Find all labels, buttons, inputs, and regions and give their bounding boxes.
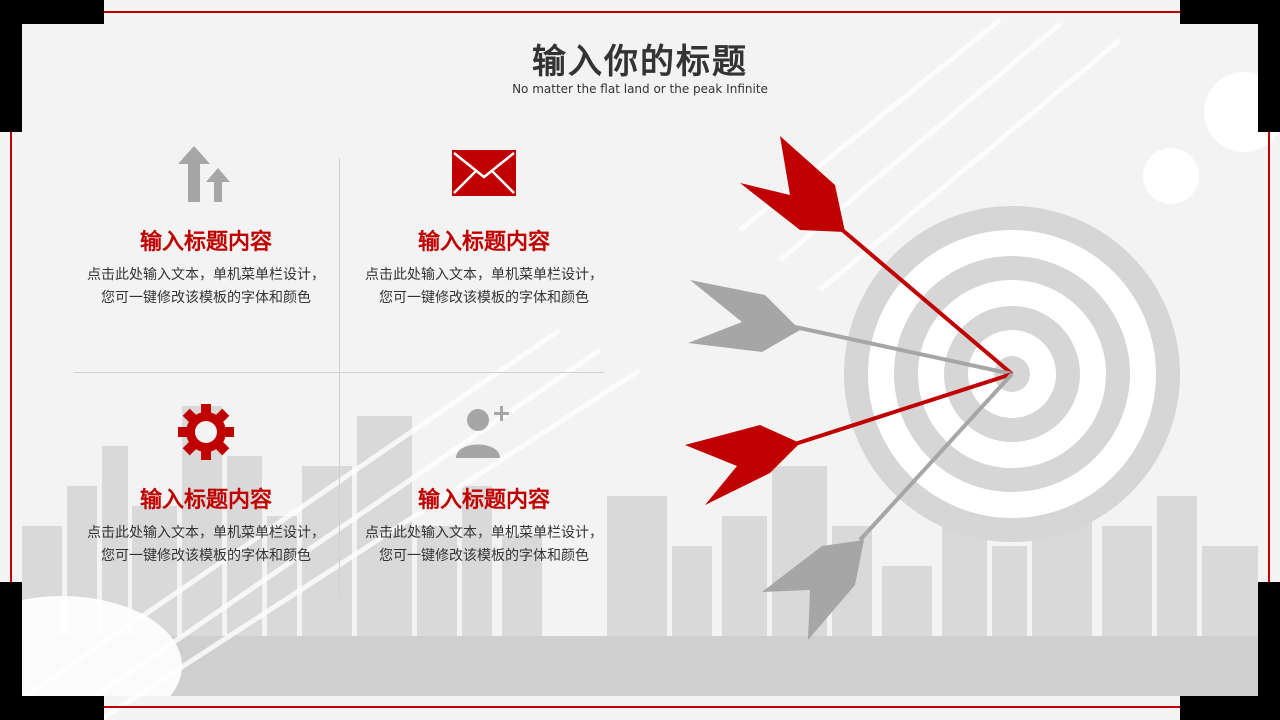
card-body-text[interactable]: 点击此处输入文本，单机菜单栏设计，您可一键修改该模板的字体和颜色 xyxy=(365,525,603,564)
grid-divider-horizontal xyxy=(74,372,604,373)
card-heading[interactable]: 输入标题内容 xyxy=(417,230,550,255)
add-user-icon xyxy=(364,400,604,464)
card-body-text[interactable]: 点击此处输入文本，单机菜单栏设计，您可一键修改该模板的字体和颜色 xyxy=(87,267,325,306)
slide-subtitle[interactable]: No matter the flat land or the peak Infi… xyxy=(512,82,768,96)
corner-block-bottom-right-side xyxy=(1258,582,1280,720)
top-border-line xyxy=(104,11,1182,13)
content-card-1[interactable]: 输入标题内容 点击此处输入文本，单机菜单栏设计，您可一键修改该模板的字体和颜色 xyxy=(86,142,326,310)
left-border-line xyxy=(10,132,12,582)
content-card-3[interactable]: 输入标题内容 点击此处输入文本，单机菜单栏设计，您可一键修改该模板的字体和颜色 xyxy=(86,400,326,568)
card-heading[interactable]: 输入标题内容 xyxy=(139,230,272,255)
upload-arrows-icon xyxy=(86,142,326,206)
gear-icon xyxy=(86,400,326,464)
arrow-fletching-red-low xyxy=(685,425,800,505)
card-body-text[interactable]: 点击此处输入文本，单机菜单栏设计，您可一键修改该模板的字体和颜色 xyxy=(87,525,325,564)
arrow-fletching-gray-bottom xyxy=(762,540,864,640)
grid-divider-vertical xyxy=(339,158,340,598)
arrow-fletching-gray-mid xyxy=(688,280,800,352)
right-border-line xyxy=(1268,132,1270,582)
content-card-4[interactable]: 输入标题内容 点击此处输入文本，单机菜单栏设计，您可一键修改该模板的字体和颜色 xyxy=(364,400,604,568)
arrow-fletching-red-top xyxy=(740,136,845,232)
corner-block-top-right-side xyxy=(1258,0,1280,132)
slide-title[interactable]: 输入你的标题 xyxy=(532,42,748,82)
card-heading[interactable]: 输入标题内容 xyxy=(417,488,550,513)
bottom-border-line xyxy=(104,706,1182,708)
corner-block-top-left-side xyxy=(0,0,22,132)
content-card-2[interactable]: 输入标题内容 点击此处输入文本，单机菜单栏设计，您可一键修改该模板的字体和颜色 xyxy=(364,142,604,310)
envelope-icon xyxy=(364,142,604,206)
card-heading[interactable]: 输入标题内容 xyxy=(139,488,272,513)
corner-block-bottom-left-side xyxy=(0,582,22,720)
card-body-text[interactable]: 点击此处输入文本，单机菜单栏设计，您可一键修改该模板的字体和颜色 xyxy=(365,267,603,306)
